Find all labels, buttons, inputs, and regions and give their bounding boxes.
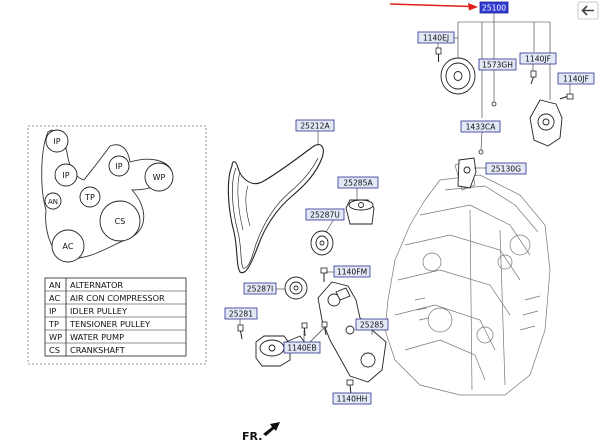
svg-text:25285A: 25285A [343,179,373,188]
callout-1573GH[interactable]: 1573GH [478,58,517,71]
legend-code: CS [49,345,60,355]
bolt-25281 [237,324,244,340]
pin-1433CA [478,149,484,155]
svg-text:IP: IP [62,171,69,180]
pulley-cs: CS [99,200,141,242]
svg-text:1140JF: 1140JF [563,75,589,84]
front-indicator: FR. [242,422,280,443]
drive-belt [227,143,324,274]
callout-1433CA[interactable]: 1433CA [460,120,501,133]
engine-block-illustration [384,159,551,396]
svg-text:25130G: 25130G [491,165,521,174]
legend-name: IDLER PULLEY [70,306,128,316]
pulley-an: AN [44,192,62,210]
pulley-ip-top: IP [45,129,69,153]
callout-1140JF-b[interactable]: 1140JF [557,72,595,85]
pin-1573GH [491,101,497,107]
back-button[interactable] [577,1,599,20]
svg-text:1573GH: 1573GH [482,61,513,70]
svg-text:25212A: 25212A [300,122,330,131]
svg-text:FR.: FR. [242,430,262,443]
highlight-arrow [389,3,478,11]
bolt-1140EB-a [301,322,308,337]
water-pump-pulley [440,57,476,95]
svg-text:AC: AC [63,242,74,251]
idler-pulley-25287U [310,230,334,256]
water-pump-gasket [457,157,477,189]
legend-code: TP [48,319,59,329]
water-pump-body [529,99,563,147]
pulley-wp: WP [144,162,174,192]
pulley-tp: TP [79,186,101,208]
callout-1140JF-a[interactable]: 1140JF [519,52,557,65]
bolt-1140JF-b [559,93,574,100]
legend-name: CRANKSHAFT [70,345,126,355]
svg-text:1433CA: 1433CA [466,123,497,132]
svg-text:25281: 25281 [229,310,253,319]
svg-text:25100: 25100 [482,4,506,13]
svg-text:IP: IP [115,162,122,171]
callout-25287U[interactable]: 25287U [305,208,345,221]
svg-text:1140JF: 1140JF [525,55,551,64]
svg-text:1140FM: 1140FM [337,268,367,277]
idler-pulley-25287I [284,276,308,300]
bolt-1140EB-b [321,321,328,336]
svg-text:IP: IP [53,137,60,146]
back-arrow-icon [581,5,594,16]
bolt-1140JF-a [530,70,537,85]
svg-text:CS: CS [115,217,126,226]
svg-text:1140HH: 1140HH [337,395,368,404]
svg-text:25287I: 25287I [247,285,273,294]
legend-code: AN [49,280,61,290]
bolt-1140EJ [435,47,442,62]
svg-text:TP: TP [84,193,95,202]
callout-25100[interactable]: 25100 [479,1,509,14]
callout-25285A[interactable]: 25285A [337,176,379,189]
legend-code: WP [49,332,62,342]
svg-text:1140EB: 1140EB [287,344,316,353]
callout-1140EJ[interactable]: 1140EJ [417,31,455,44]
legend-name: ALTERNATOR [70,280,123,290]
callout-25281[interactable]: 25281 [224,307,258,320]
callout-25130G[interactable]: 25130G [485,162,527,175]
svg-text:25285: 25285 [360,321,384,330]
callout-1140EB[interactable]: 1140EB [283,341,321,354]
bolt-1140FM [320,267,328,282]
pulley-ip-left: IP [54,163,78,187]
callout-25285[interactable]: 25285 [355,318,389,331]
idler-pulley-25285A [345,199,375,225]
legend-table: AN ALTERNATOR AC AIR CON COMPRESSOR IP I… [44,277,187,357]
legend-code: AC [49,293,60,303]
callout-1140HH[interactable]: 1140HH [332,392,372,405]
callout-1140FM[interactable]: 1140FM [333,265,371,278]
svg-text:25287U: 25287U [310,211,340,220]
callout-25212A[interactable]: 25212A [295,119,335,132]
svg-text:AN: AN [48,198,58,206]
legend-name: TENSIONER PULLEY [69,319,151,329]
legend-code: IP [49,306,56,316]
legend-name: AIR CON COMPRESSOR [70,293,165,303]
legend-name: WATER PUMP [70,332,124,342]
belt-layout-panel: IP IP IP WP AN TP CS AC [27,125,207,365]
bolt-1140HH [346,379,354,395]
callout-25287I[interactable]: 25287I [243,282,277,295]
svg-text:WP: WP [153,173,166,182]
tensioner-bracket-25285 [317,281,387,383]
front-arrow-icon [263,422,280,436]
svg-text:1140EJ: 1140EJ [423,34,449,43]
pulley-ac: AC [51,229,85,263]
pulley-ip-mid: IP [108,155,130,177]
